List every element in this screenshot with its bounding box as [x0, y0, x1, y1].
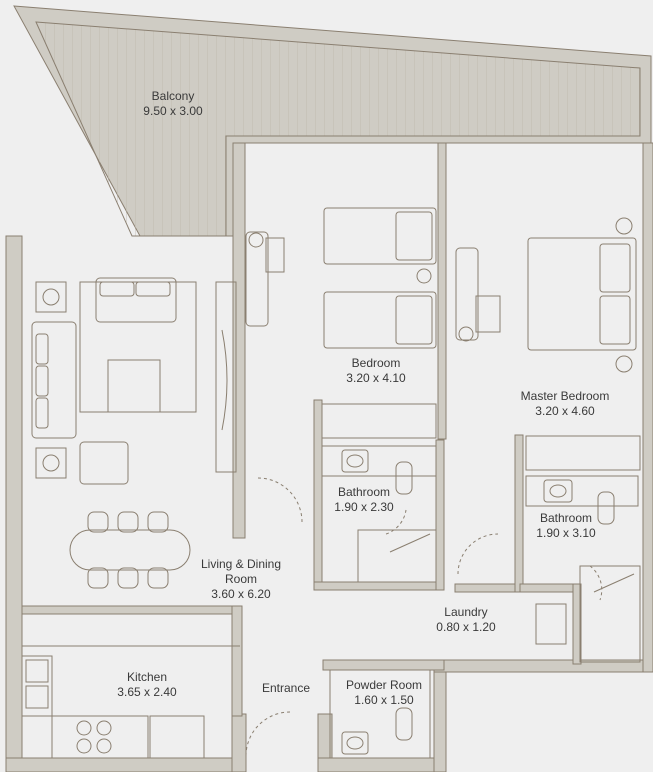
living-dining-name: Living & Dining: [200, 557, 282, 571]
master-bedroom-size: 3.20 x 4.60: [535, 404, 595, 418]
living-furniture: [31, 277, 237, 589]
bathroom-2-size: 1.90 x 3.10: [536, 526, 596, 540]
living-dining-size: 3.60 x 6.20: [211, 587, 271, 601]
entrance-name: Entrance: [261, 681, 311, 695]
bathroom-1-size: 1.90 x 2.30: [334, 500, 394, 514]
balcony-size: 9.50 x 3.00: [143, 104, 203, 118]
bathroom-1-name: Bathroom: [337, 485, 391, 499]
master-bedroom-name: Master Bedroom: [520, 389, 610, 403]
living-dining-name2: Room: [224, 572, 258, 586]
laundry-name: Laundry: [444, 605, 488, 619]
entrance-label: Entrance: [262, 681, 310, 696]
bedroom-name: Bedroom: [351, 356, 401, 370]
kitchen-size: 3.65 x 2.40: [117, 685, 177, 699]
kitchen-name: Kitchen: [126, 670, 168, 684]
bedroom-size: 3.20 x 4.10: [346, 371, 406, 385]
bedroom-furniture: [245, 207, 641, 471]
doors: [245, 477, 603, 757]
kitchen-fixtures: [21, 645, 240, 759]
bathroom-fixtures: [321, 445, 641, 759]
powder-room-name: Powder Room: [345, 678, 423, 692]
bathroom-2-name: Bathroom: [539, 511, 593, 525]
balcony-name: Balcony: [151, 89, 195, 103]
powder-room-size: 1.60 x 1.50: [354, 693, 414, 707]
balcony: [13, 5, 652, 237]
laundry-size: 0.80 x 1.20: [436, 620, 496, 634]
